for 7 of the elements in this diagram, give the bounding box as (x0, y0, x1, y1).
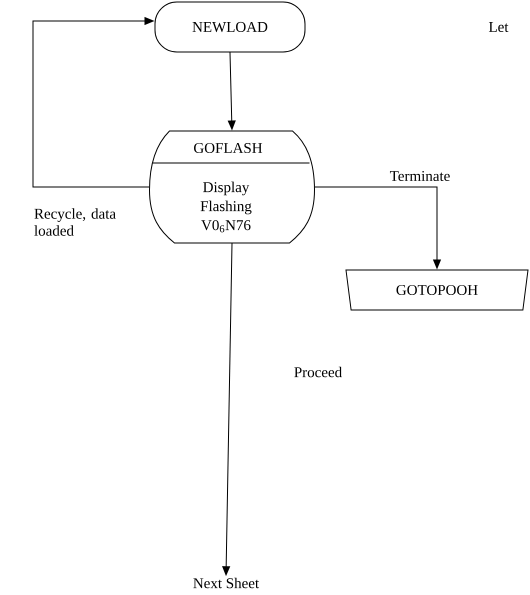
cut-off-text: Let (488, 22, 508, 32)
edge-label: Recycle, data loaded (34, 208, 116, 236)
terminal-box: NEWLOAD (154, 2, 306, 52)
edge-label: Terminate (390, 170, 450, 182)
sheet-text: Next Sheet (193, 578, 260, 588)
display-box: GOFLASH Display Flashing V0$_{6}$N76 (149, 130, 315, 244)
edge-label: Proceed (294, 366, 342, 378)
